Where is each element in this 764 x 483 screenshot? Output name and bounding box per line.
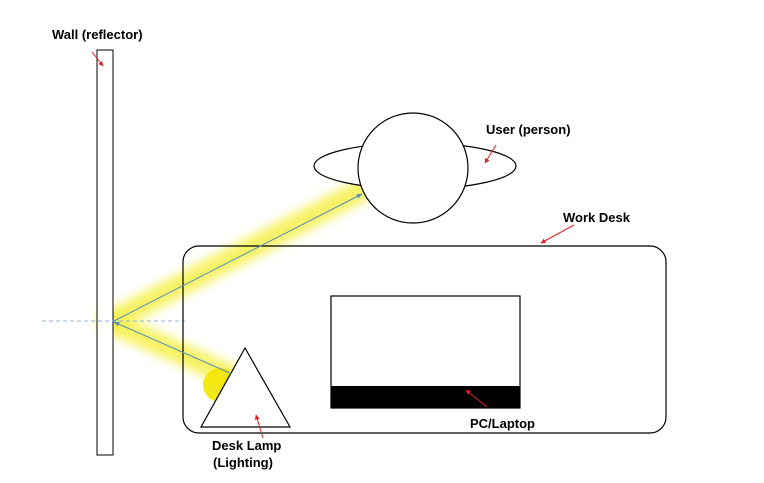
desk-lamp <box>199 346 292 428</box>
pc-pointer-arrow <box>465 389 488 408</box>
desk-label: Work Desk <box>563 210 631 225</box>
incident-ray <box>113 321 233 375</box>
user-head <box>357 112 469 224</box>
pc-base <box>331 386 520 408</box>
reflected-ray <box>113 193 363 322</box>
work-desk <box>182 245 667 434</box>
wall-label: Wall (reflector) <box>52 27 143 42</box>
lamp-label-line2: (Lighting) <box>213 455 273 470</box>
user-pointer-arrow <box>484 144 497 164</box>
pc-label: PC/Laptop <box>470 416 535 431</box>
wall <box>96 49 114 456</box>
wall-pointer-arrow <box>91 51 104 67</box>
pointer-arrows <box>91 51 575 439</box>
desk-pointer-arrow <box>540 224 575 244</box>
user-label: User (person) <box>486 122 571 137</box>
lamp-label-line1: Desk Lamp <box>212 438 281 453</box>
light-glow <box>99 179 373 389</box>
lamp-pointer-arrow <box>254 414 264 439</box>
